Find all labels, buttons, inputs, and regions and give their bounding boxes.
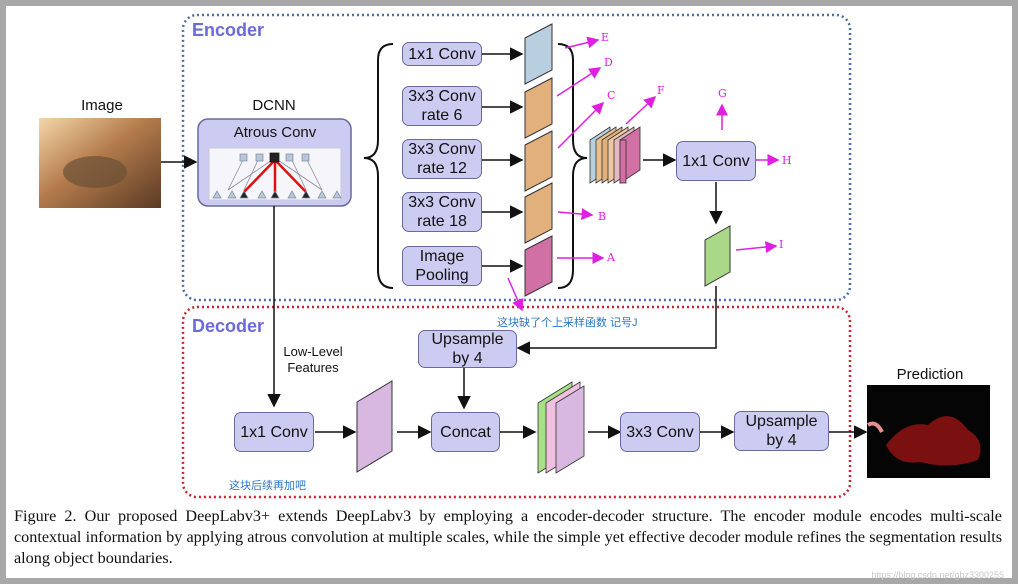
annotation-e: E	[601, 31, 610, 44]
watermark: https://blog.csdn.net/gbz3300255	[871, 570, 1004, 580]
branch-conv1x1: 1x1 Conv	[402, 42, 482, 66]
encoder-output-feature	[704, 225, 731, 287]
annotation-f: F	[657, 84, 665, 97]
right-brace	[557, 43, 588, 289]
branch-feature-3	[524, 130, 553, 192]
decoder-upsample-2: Upsample by 4	[734, 411, 829, 451]
figure-page	[6, 6, 1012, 578]
decoder-upsample-2-line2: by 4	[766, 432, 797, 449]
annotation-h: H	[782, 154, 792, 167]
decoder-region	[181, 305, 852, 499]
decoder-concat-feature	[537, 381, 585, 474]
branch-image-pooling-line1: Image	[419, 248, 465, 265]
atrous-conv-nodes	[239, 152, 310, 163]
branch-conv3x3-rate6: 3x3 Conv rate 6	[402, 86, 482, 126]
annotation-arrows	[507, 36, 780, 312]
atrous-conv-label: Atrous Conv	[233, 124, 317, 141]
decoder-concat: Concat	[431, 412, 500, 452]
annotation-b: B	[598, 210, 607, 223]
branch-conv3x3-rate12-line2: rate 12	[417, 160, 467, 177]
branch-conv3x3-rate12: 3x3 Conv rate 12	[402, 139, 482, 179]
low-level-feature-map	[356, 380, 393, 473]
low-level-features-line2: Features	[287, 360, 339, 375]
annotation-d: D	[604, 56, 613, 69]
branch-conv3x3-rate6-line1: 3x3 Conv	[408, 88, 476, 105]
branch-feature-4	[524, 182, 553, 244]
concat-feature-stack	[589, 126, 641, 184]
decoder-conv3x3-label: 3x3 Conv	[626, 423, 694, 441]
left-brace	[363, 43, 394, 289]
annotation-a: A	[607, 251, 615, 264]
branch-conv3x3-rate6-line2: rate 6	[421, 107, 463, 124]
atrous-conv-graph	[227, 157, 323, 191]
decoder-conv1x1-label: 1x1 Conv	[240, 423, 308, 441]
atrous-conv-base	[212, 190, 342, 199]
branch-conv3x3-rate18-line2: rate 18	[417, 213, 467, 230]
branch-image-pooling-line2: Pooling	[415, 267, 469, 284]
branch-feature-2	[524, 77, 553, 139]
prediction-mask-edge	[866, 421, 884, 433]
flow-arrows	[161, 47, 868, 439]
decoder-upsample-2-line1: Upsample	[745, 413, 818, 430]
low-level-features-label: Low-Level Features	[268, 344, 358, 376]
decoder-conv3x3: 3x3 Conv	[620, 412, 700, 452]
encoder-output-conv1x1-label: 1x1 Conv	[682, 152, 750, 170]
dcnn-label: DCNN	[252, 97, 296, 114]
note-missing-upsample: 这块缺了个上采样函数 记号J	[497, 317, 638, 329]
prediction-label: Prediction	[896, 366, 964, 383]
low-level-features-line1: Low-Level	[283, 344, 343, 359]
decoder-upsample-1-line1: Upsample	[431, 331, 504, 348]
decoder-concat-label: Concat	[440, 423, 491, 441]
atrous-conv-red-paths	[243, 159, 307, 193]
figure-caption: Figure 2. Our proposed DeepLabv3+ extend…	[14, 507, 1002, 567]
input-image-cat	[63, 156, 127, 188]
branch-feature-5	[524, 235, 553, 297]
branch-conv3x3-rate18-line1: 3x3 Conv	[408, 194, 476, 211]
note-decoder-todo: 这块后续再加吧	[229, 480, 306, 492]
image-label: Image	[81, 97, 123, 114]
branch-image-pooling: Image Pooling	[402, 246, 482, 286]
decoder-upsample-1-line2: by 4	[452, 350, 483, 367]
decoder-title: Decoder	[192, 316, 265, 336]
annotation-c: C	[607, 89, 616, 102]
decoder-upsample-1: Upsample by 4	[418, 330, 517, 368]
branch-conv3x3-rate12-line1: 3x3 Conv	[408, 141, 476, 158]
encoder-title: Encoder	[192, 20, 265, 40]
annotation-g: G	[718, 87, 727, 100]
decoder-conv1x1: 1x1 Conv	[234, 412, 314, 452]
branch-conv1x1-label: 1x1 Conv	[408, 45, 476, 63]
branch-feature-1	[524, 23, 553, 85]
prediction-mask	[886, 416, 981, 466]
encoder-output-conv1x1: 1x1 Conv	[676, 141, 756, 181]
branch-conv3x3-rate18: 3x3 Conv rate 18	[402, 192, 482, 232]
annotation-i: I	[779, 238, 784, 251]
